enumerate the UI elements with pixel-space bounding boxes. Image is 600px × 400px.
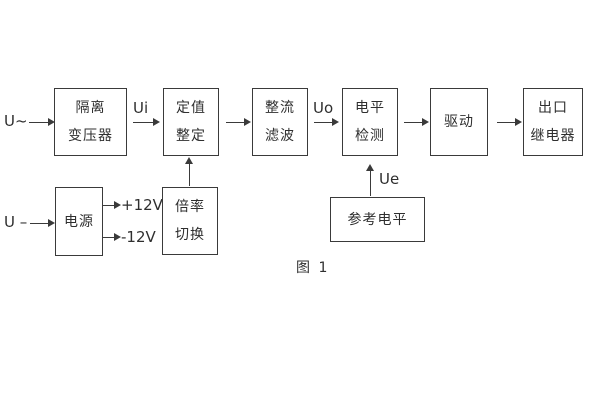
arrow-ac-input	[29, 118, 55, 126]
uo-signal-label: Uo	[313, 99, 334, 117]
arrow-setting-to-rectify	[226, 118, 251, 126]
block-label: 切换	[175, 227, 205, 243]
arrow-drive-to-relay	[497, 118, 522, 126]
block-label: 参考电平	[347, 211, 408, 228]
block-level-detect: 电平 检测	[342, 88, 398, 156]
block-label: 变压器	[68, 128, 113, 144]
block-label: 出口	[538, 100, 568, 116]
dc-input-label: U –	[4, 213, 28, 231]
block-value-setting: 定值 整定	[163, 88, 219, 156]
ac-input-label: U~	[4, 112, 28, 130]
block-label: 隔离	[75, 100, 106, 116]
arrow-dc-input	[30, 219, 55, 227]
arrow-ui	[133, 118, 160, 126]
arrow-reference-to-level	[366, 164, 374, 196]
minus-12v-label: -12V	[121, 228, 156, 246]
plus-12v-label: +12V	[121, 196, 163, 214]
block-isolation-transformer: 隔离 变压器	[54, 88, 127, 156]
arrow-minus-12v	[103, 233, 121, 241]
block-label: 继电器	[530, 128, 576, 144]
block-reference-level: 参考电平	[330, 197, 425, 242]
block-label: 整流	[265, 100, 295, 116]
block-label: 电平	[355, 100, 385, 116]
block-label: 检测	[355, 128, 385, 144]
block-label: 驱动	[444, 114, 474, 130]
block-drive: 驱动	[430, 88, 488, 156]
ue-signal-label: Ue	[379, 170, 400, 188]
block-label: 滤波	[265, 128, 295, 144]
figure-caption: 图 1	[296, 260, 330, 276]
ui-signal-label: Ui	[133, 99, 149, 117]
arrow-level-to-drive	[404, 118, 429, 126]
block-label: 定值	[176, 100, 206, 116]
block-outlet-relay: 出口 继电器	[523, 88, 583, 156]
arrow-uo	[314, 118, 339, 126]
block-label: 整定	[176, 128, 206, 144]
block-label: 电源	[64, 213, 94, 230]
block-label: 倍率	[175, 199, 205, 215]
block-ratio-switch: 倍率 切换	[162, 187, 218, 255]
arrow-ratio-to-setting	[185, 157, 193, 186]
block-power-supply: 电源	[55, 187, 103, 256]
block-rectify-filter: 整流 滤波	[252, 88, 308, 156]
arrow-plus-12v	[103, 201, 121, 209]
